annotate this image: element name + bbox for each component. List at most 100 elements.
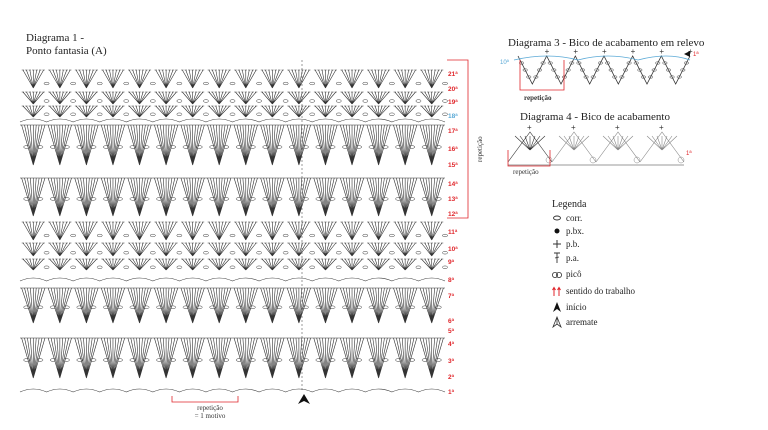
chain-stitch <box>362 265 369 269</box>
chain-stitch <box>103 305 110 309</box>
single-crochet-plus-icon: + <box>545 47 550 56</box>
fan-stitch <box>285 337 313 379</box>
shell-stitch <box>74 258 98 271</box>
chain-stitch <box>182 197 190 201</box>
legend-label: picô <box>566 269 582 279</box>
legend-title: Legenda <box>552 199 587 210</box>
shell-stitch <box>127 69 152 89</box>
chain-stitch <box>289 145 296 149</box>
chain-stitch <box>342 145 349 149</box>
row-label: 6ª <box>448 318 455 325</box>
row-1-chains <box>19 388 446 393</box>
chain-stitch <box>89 305 97 309</box>
fan-stitch <box>73 287 100 324</box>
fan-stitch <box>418 177 445 217</box>
chain-stitch <box>203 251 209 255</box>
chain-stitch <box>256 99 262 103</box>
chain-stitch <box>150 265 156 269</box>
chain-stitch <box>435 197 442 201</box>
chain-stitch <box>275 358 283 362</box>
chain-stitch <box>196 358 203 362</box>
fan-stitch <box>365 337 392 379</box>
chain-stitch <box>282 99 289 103</box>
shell-stitch <box>393 105 417 118</box>
shell-stitch <box>154 69 178 89</box>
fan-stitch <box>259 177 286 217</box>
row-11-shells <box>21 221 448 241</box>
row-label: 4ª <box>448 341 455 348</box>
start-arrow-icon <box>553 302 561 312</box>
chain-stitch <box>249 305 256 309</box>
rows-12-14-fans <box>20 177 445 217</box>
fan-stitch <box>205 177 233 217</box>
chain-stitch <box>362 233 369 238</box>
shell-stitch <box>367 242 391 257</box>
chain-stitch <box>442 233 448 238</box>
chain-stitch <box>522 68 528 72</box>
row-label: 3ª <box>448 358 455 365</box>
chain-stitch <box>537 68 542 72</box>
chain-stitch <box>435 358 442 362</box>
chain-stitch <box>249 358 256 362</box>
chain-stitch <box>249 197 256 201</box>
chain-stitch <box>355 145 362 149</box>
shell-stitch <box>340 221 364 241</box>
chain-stitch <box>249 145 256 149</box>
fan-stitch <box>99 177 127 217</box>
diagram1-repeat-side: repetição <box>476 136 484 162</box>
chain-stitch <box>605 61 611 65</box>
shell-stitch <box>154 105 178 118</box>
shell-stitch <box>181 105 205 118</box>
chain-stitch <box>176 251 183 255</box>
fan-stitch <box>391 124 419 166</box>
diagram4-chart: ++++1ª <box>507 123 692 167</box>
row-9-shells <box>21 258 448 271</box>
chain-stitch <box>415 99 422 103</box>
shell-stitch <box>340 258 364 271</box>
fan-stitch <box>126 177 153 217</box>
chain-stitch <box>355 305 362 309</box>
chain-stitch <box>342 197 349 201</box>
chain-stitch <box>368 197 376 201</box>
chain-stitch <box>156 305 163 309</box>
shell-stitch <box>207 105 231 118</box>
chain-stitch <box>328 358 336 362</box>
fan-stitch <box>338 124 366 166</box>
chain-stitch <box>76 358 84 362</box>
chain-stitch <box>580 68 585 72</box>
chain-stitch <box>209 197 216 201</box>
shell-stitch <box>340 91 364 105</box>
shell-stitch <box>101 69 125 89</box>
chain-stitch <box>229 99 236 103</box>
chain-stitch <box>49 358 57 362</box>
picot-icon <box>589 156 597 164</box>
chain-stitch <box>203 99 209 103</box>
chain-stitch <box>43 265 50 269</box>
chain-stitch <box>421 197 429 201</box>
fan-stitch <box>338 177 366 217</box>
diagram1-title-line1: Diagrama 1 - <box>26 32 85 44</box>
shell-stitch <box>74 69 98 89</box>
fan-stitch <box>391 177 419 217</box>
chain-stitch <box>43 233 50 238</box>
chain-stitch <box>442 112 448 116</box>
chain-stitch <box>89 145 97 149</box>
shell-stitch <box>313 69 338 89</box>
chain-stitch <box>89 197 97 201</box>
chain-stitch <box>408 358 416 362</box>
chain-stitch <box>76 145 84 149</box>
chain-stitch <box>96 233 103 238</box>
chain-stitch <box>176 112 183 116</box>
chain-stitch <box>262 197 269 201</box>
legend-symbol <box>550 285 564 297</box>
fan-stitch <box>20 337 47 379</box>
shell-stitch <box>260 91 284 105</box>
chain-stitch <box>63 358 70 362</box>
chain-stitch <box>129 197 137 201</box>
chain-stitch <box>315 305 323 309</box>
chain-stitch <box>415 251 422 255</box>
chain-stitch <box>222 145 230 149</box>
fan-stitch <box>232 287 260 324</box>
fan-stitch <box>179 177 206 217</box>
